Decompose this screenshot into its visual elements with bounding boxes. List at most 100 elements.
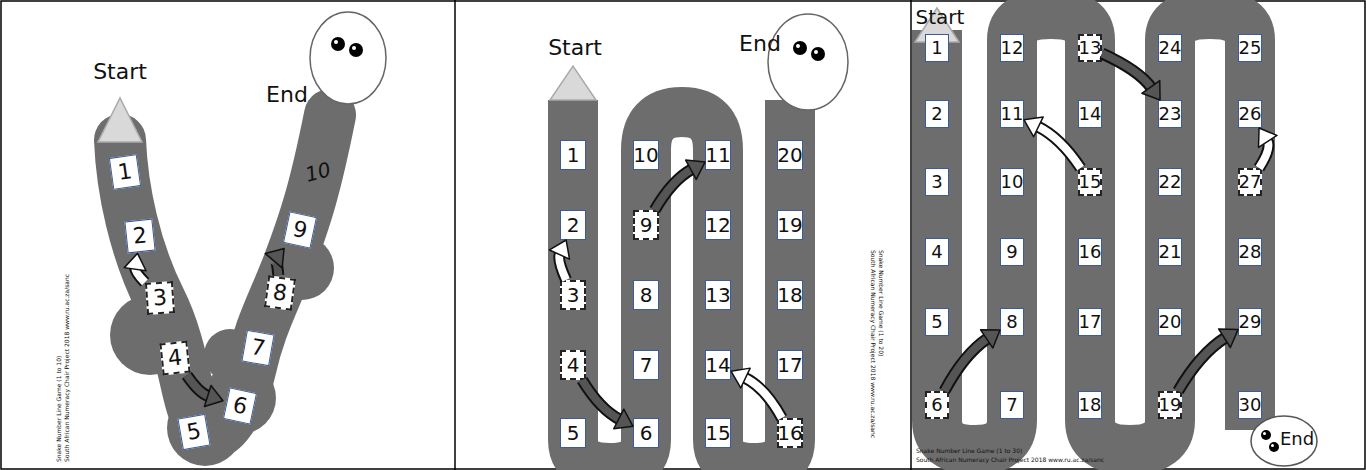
square-number: 18 — [777, 285, 802, 305]
jump-square: 19 — [1158, 391, 1182, 419]
square-number: 15 — [1079, 173, 1102, 191]
jump-square: 8 — [264, 275, 296, 311]
number-square: 24 — [1158, 34, 1182, 62]
jump-square: 3 — [560, 280, 586, 310]
square-number: 16 — [1079, 243, 1102, 261]
square-number: 1 — [567, 145, 580, 165]
number-square: 7 — [241, 330, 274, 366]
number-square: 30 — [1238, 391, 1262, 419]
jump-square: 13 — [1078, 34, 1102, 62]
number-square: 10 — [1000, 168, 1024, 196]
square-number: 5 — [185, 420, 203, 444]
jump-square: 15 — [1078, 168, 1102, 196]
square-number: 10 — [1001, 173, 1024, 191]
square-number: 30 — [1239, 396, 1262, 414]
number-square: 3 — [925, 168, 949, 196]
number-square: 29 — [1238, 308, 1262, 336]
number-square: 15 — [705, 418, 731, 448]
number-square: 21 — [1158, 238, 1182, 266]
number-square: 8 — [633, 280, 659, 310]
number-square: 14 — [1078, 100, 1102, 128]
square-number: 1 — [117, 160, 134, 184]
square-number: 4 — [567, 355, 580, 375]
square-number: 7 — [249, 336, 267, 360]
jump-arrow — [1024, 117, 1081, 168]
square-number: 8 — [640, 285, 653, 305]
square-number: 8 — [1006, 313, 1017, 331]
number-square: 12 — [705, 210, 731, 240]
square-number: 5 — [567, 423, 580, 443]
number-square: 1 — [109, 154, 141, 190]
number-square: 13 — [705, 280, 731, 310]
snake-head — [310, 12, 386, 104]
jump-square: 3 — [145, 281, 175, 315]
square-number: 12 — [705, 215, 730, 235]
number-square: 12 — [1000, 34, 1024, 62]
board-label: End — [739, 33, 781, 55]
number-square: 5 — [560, 418, 586, 448]
jump-square: 9 — [633, 210, 659, 240]
number-square: 7 — [1000, 391, 1024, 419]
square-number: 2 — [567, 215, 580, 235]
jump-arrow — [1259, 128, 1277, 168]
number-square: 1 — [925, 34, 949, 62]
square-number: 7 — [1006, 396, 1017, 414]
board-label: Start — [916, 7, 965, 27]
snake-tail — [550, 66, 596, 100]
jump-square: 27 — [1238, 168, 1262, 196]
square-number: 26 — [1239, 105, 1262, 123]
jump-square: 4 — [560, 350, 586, 380]
square-number: 13 — [1079, 39, 1102, 57]
number-square: 20 — [1158, 308, 1182, 336]
number-square: 2 — [925, 100, 949, 128]
square-number: 14 — [1079, 105, 1102, 123]
square-number: 28 — [1239, 243, 1262, 261]
number-square: 6 — [633, 418, 659, 448]
credit-note: Snake Number Line Game (1 to 30) — [916, 448, 1022, 454]
snake-body — [573, 100, 790, 468]
number-square: 8 — [1000, 308, 1024, 336]
square-number: 7 — [640, 355, 653, 375]
credit-note: Snake Number Line Game (1 to 10) — [56, 356, 62, 462]
square-number: 19 — [777, 215, 802, 235]
square-number: 6 — [640, 423, 653, 443]
jump-arrow — [265, 249, 284, 276]
square-number: 22 — [1159, 173, 1182, 191]
jump-arrow — [124, 253, 146, 282]
square-number: 24 — [1159, 39, 1182, 57]
number-square: 14 — [705, 350, 731, 380]
board-label: Start — [548, 37, 602, 59]
square-number: 9 — [1006, 243, 1017, 261]
square-number: 29 — [1239, 313, 1262, 331]
jump-arrow — [944, 330, 1000, 391]
number-square: 22 — [1158, 168, 1182, 196]
jump-arrow — [731, 368, 782, 418]
square-number: 6 — [931, 396, 942, 414]
number-square: 4 — [925, 238, 949, 266]
square-number: 11 — [1001, 105, 1024, 123]
square-number: 20 — [1159, 313, 1182, 331]
square-number: 4 — [931, 243, 942, 261]
number-square: 2 — [560, 210, 586, 240]
square-number: 5 — [931, 313, 942, 331]
square-number: 10 — [633, 145, 658, 165]
number-square: 17 — [777, 350, 803, 380]
snake-body — [937, 14, 1250, 450]
square-number: 20 — [777, 145, 802, 165]
square-number: 4 — [167, 346, 183, 369]
jump-arrow — [1178, 329, 1238, 391]
jump-square: 6 — [925, 391, 949, 419]
credit-note: South African Numeracy Chair Project 201… — [870, 250, 876, 438]
number-square: 1 — [560, 140, 586, 170]
number-square: 18 — [777, 280, 803, 310]
square-number: 3 — [567, 285, 580, 305]
number-square: 25 — [1238, 34, 1262, 62]
square-number: 14 — [705, 355, 730, 375]
square-number: 18 — [1079, 396, 1102, 414]
number-square: 20 — [777, 140, 803, 170]
credit-note: Snake Number Line Game (1 to 20) — [878, 250, 884, 356]
square-number: 10 — [303, 159, 333, 185]
